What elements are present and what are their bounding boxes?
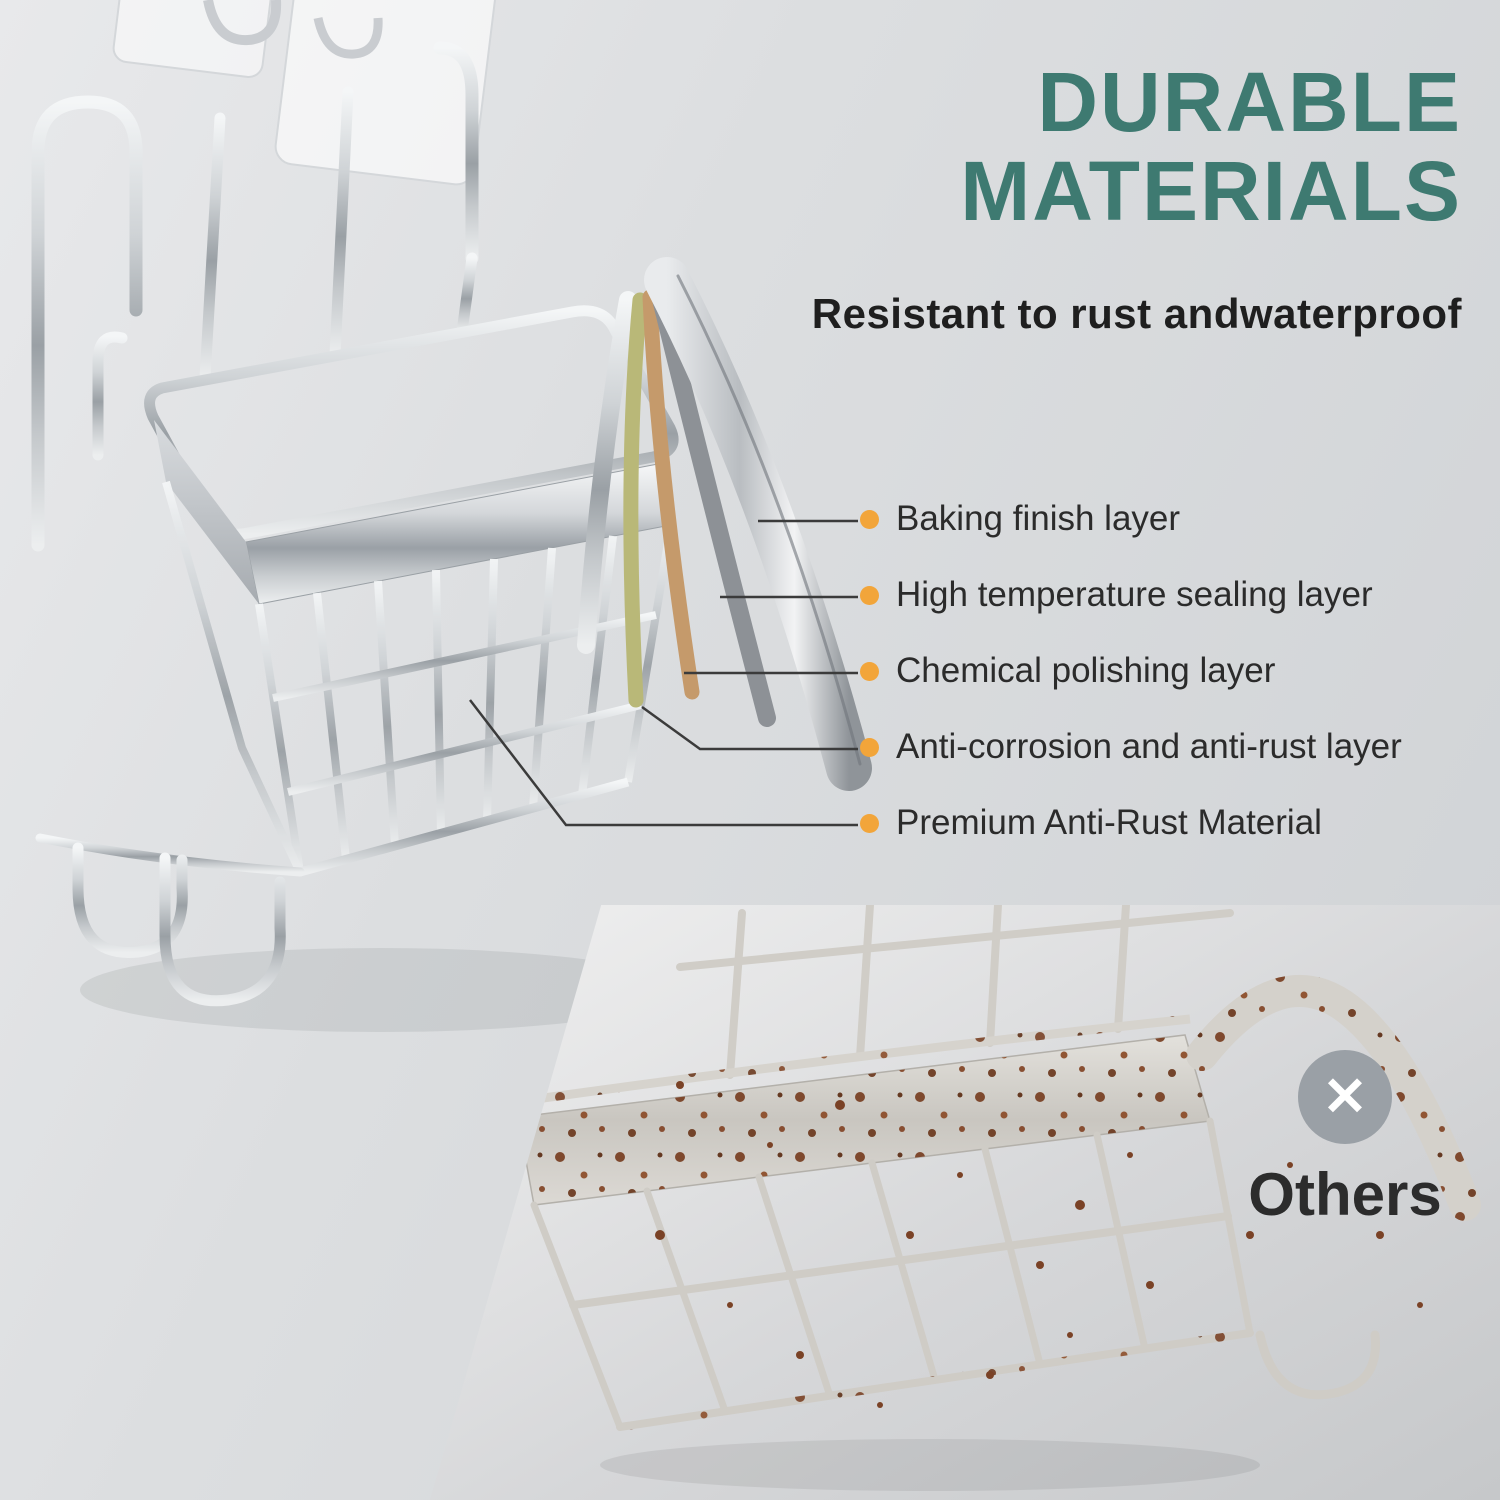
layer-label: Anti-corrosion and anti-rust layer xyxy=(896,727,1402,766)
title-line-1: DURABLE xyxy=(1037,55,1462,149)
bottom-hooks xyxy=(35,833,305,1007)
page-title: DURABLE MATERIALS xyxy=(960,55,1462,239)
title-line-2: MATERIALS xyxy=(960,144,1462,239)
bullet-icon xyxy=(860,509,879,529)
layer-label: Baking finish layer xyxy=(896,499,1181,538)
subtitle: Resistant to rust andwaterproof xyxy=(811,290,1462,337)
list-item: High temperature sealing layer xyxy=(860,573,1402,617)
layer-label: High temperature sealing layer xyxy=(896,575,1373,614)
rusty-basket-illustration xyxy=(517,905,1481,1491)
adhesive-wall-plates xyxy=(112,0,496,186)
bullet-icon xyxy=(860,813,879,833)
back-hook-wires xyxy=(31,41,479,552)
others-badge: ✕ Others xyxy=(1235,1050,1455,1229)
list-item: Anti-corrosion and anti-rust layer xyxy=(860,725,1402,769)
bullet-icon xyxy=(860,737,879,757)
list-item: Premium Anti-Rust Material xyxy=(860,801,1402,845)
list-item: Chemical polishing layer xyxy=(860,649,1402,693)
bullet-icon xyxy=(860,585,879,605)
bullet-icon xyxy=(860,661,879,681)
wire-basket xyxy=(144,305,679,877)
floor-shadow xyxy=(80,948,680,1032)
x-icon: ✕ xyxy=(1298,1050,1392,1144)
material-layer-list: Baking finish layer High temperature sea… xyxy=(860,497,1402,877)
list-item: Baking finish layer xyxy=(860,497,1402,541)
layer-label: Chemical polishing layer xyxy=(896,651,1276,690)
rusty-back-wires xyxy=(676,905,1234,1079)
layer-label: Premium Anti-Rust Material xyxy=(896,803,1322,842)
others-label: Others xyxy=(1248,1161,1442,1228)
rusty-basket-inset xyxy=(430,905,1500,1500)
callout-lines xyxy=(469,519,858,827)
material-layer-fan xyxy=(577,257,872,791)
